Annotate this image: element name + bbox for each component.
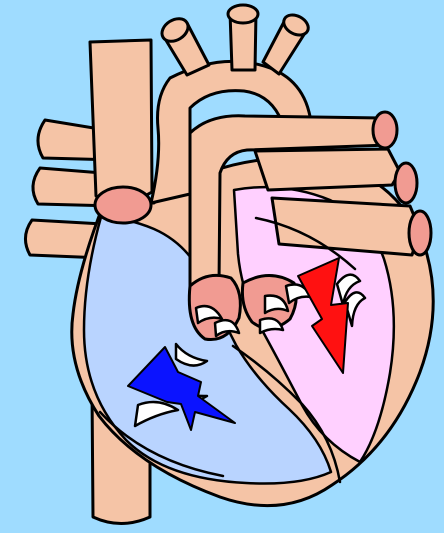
superior-vena-cava — [90, 40, 152, 202]
aortic-branch-middle-cap — [228, 5, 258, 23]
pulmonary-artery-lower-branch — [272, 198, 420, 255]
superior-vena-cava-opening — [95, 187, 151, 223]
right-middle-vessel-cut — [395, 163, 417, 203]
pulmonary-artery-right-branch — [255, 149, 400, 190]
right-lower-vessel-cut — [409, 211, 431, 255]
right-upper-vessel-cut — [373, 112, 397, 148]
